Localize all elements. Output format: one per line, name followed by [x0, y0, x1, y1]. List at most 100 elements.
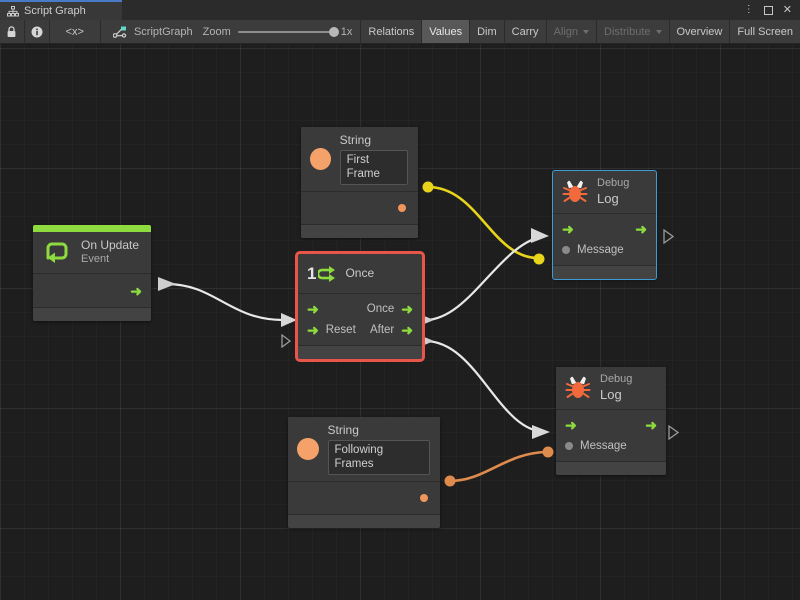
flow-input-port[interactable]: ➜: [562, 220, 574, 237]
event-loop-icon: [42, 239, 72, 265]
log2-flow-output-triangle-icon[interactable]: [668, 425, 679, 440]
port-label-after: After: [369, 323, 395, 336]
node-accent-bar: [33, 225, 151, 232]
port-label-message: Message: [580, 439, 627, 452]
node-title-block: Once: [345, 266, 374, 281]
flow-input-port[interactable]: ➜: [307, 300, 319, 317]
node-string-first-frame[interactable]: String First Frame: [301, 127, 418, 238]
port-row-flow[interactable]: ➜ ➜: [553, 218, 656, 239]
zoom-slider[interactable]: [237, 26, 339, 37]
once-counter-icon: 1: [307, 263, 336, 285]
lock-button[interactable]: [0, 20, 25, 43]
log1-flow-output-triangle-icon[interactable]: [663, 229, 674, 244]
zoom-control[interactable]: Zoom 1x: [203, 20, 361, 43]
value-input-port[interactable]: [565, 441, 573, 450]
node-footer: [288, 514, 440, 528]
port-label-reset: Reset: [325, 323, 356, 336]
node-debug-log-1[interactable]: Debug Log ➜ ➜ Message: [552, 170, 657, 280]
value-output-port[interactable]: [398, 203, 406, 212]
node-once[interactable]: 1 Once ➜ Once ➜: [295, 251, 425, 362]
wire-source-dot: [422, 181, 434, 193]
wire-source-arrow: [158, 277, 176, 291]
after-output[interactable]: After ➜: [369, 321, 413, 338]
port-label-message: Message: [577, 243, 624, 256]
node-on-update[interactable]: On Update Event ➜: [33, 225, 151, 321]
port-row-message[interactable]: Message: [553, 239, 656, 260]
wire-target-dot: [542, 446, 554, 458]
tab-script-graph[interactable]: Script Graph: [0, 0, 122, 20]
maximize-icon[interactable]: [763, 5, 773, 15]
wire-onupdate-to-once: [166, 282, 284, 322]
node-title: On Update: [81, 238, 140, 252]
node-subtitle: Log: [597, 190, 619, 206]
window-menu-icon[interactable]: ⋮: [743, 4, 754, 15]
button-dim[interactable]: Dim: [469, 20, 504, 43]
flow-output-port[interactable]: ➜: [635, 220, 647, 237]
graph-name-field[interactable]: ScriptGraph: [101, 20, 203, 43]
port-row-once[interactable]: ➜ Once ➜: [298, 298, 422, 319]
button-align-label: Align: [553, 25, 579, 38]
wire-after-to-log2: [424, 339, 547, 434]
code-view-button[interactable]: <x>: [50, 20, 101, 43]
once-output[interactable]: Once ➜: [366, 300, 413, 317]
close-icon[interactable]: ✕: [782, 3, 792, 16]
message-input[interactable]: Message: [565, 440, 627, 452]
node-string-following-frames[interactable]: String Following Frames: [288, 417, 440, 528]
node-title: String: [327, 423, 359, 437]
wire-target-arrow: [281, 313, 297, 327]
script-graph-icon: [112, 26, 127, 38]
window-controls: ⋮ ✕: [744, 0, 800, 20]
node-debug-log-2[interactable]: Debug Log ➜ ➜ Message: [556, 367, 666, 475]
zoom-slider-handle[interactable]: [328, 26, 339, 37]
flow-output-port[interactable]: ➜: [130, 282, 142, 299]
flow-output-port[interactable]: ➜: [645, 416, 657, 433]
sitemap-icon: [7, 5, 19, 17]
button-align[interactable]: Align: [545, 20, 596, 43]
button-distribute[interactable]: Distribute: [596, 20, 668, 43]
value-output-port[interactable]: [420, 493, 428, 502]
string-value-field[interactable]: First Frame: [339, 150, 408, 185]
message-input[interactable]: Message: [562, 244, 624, 256]
value-input-port[interactable]: [562, 245, 570, 254]
button-distribute-label: Distribute: [604, 25, 651, 38]
tab-label: Script Graph: [24, 5, 86, 17]
reset-port-triangle-icon[interactable]: [281, 334, 291, 348]
node-header: String First Frame: [301, 127, 418, 192]
node-body: ➜ Once ➜ ➜ Reset After ➜: [298, 294, 422, 346]
node-title: Debug: [597, 177, 630, 189]
wire-target-dot: [533, 253, 545, 265]
button-relations[interactable]: Relations: [360, 20, 421, 43]
info-button[interactable]: [25, 20, 50, 43]
node-title-block: String Following Frames: [327, 423, 430, 475]
button-values[interactable]: Values: [421, 20, 470, 43]
reset-input[interactable]: ➜ Reset: [307, 321, 356, 338]
node-footer: [301, 224, 418, 238]
once-icon-number: 1: [307, 264, 317, 283]
graph-canvas[interactable]: On Update Event ➜ String First Frame: [0, 44, 800, 600]
wire-string1-to-log1: [427, 185, 539, 260]
string-value-field[interactable]: Following Frames: [327, 440, 430, 475]
port-row-reset-after[interactable]: ➜ Reset After ➜: [298, 319, 422, 340]
node-body: ➜ ➜ Message: [553, 214, 656, 266]
button-carry[interactable]: Carry: [503, 20, 546, 43]
port-row-flow-out[interactable]: ➜: [33, 274, 151, 308]
window-titlebar: Script Graph ⋮ ✕: [0, 0, 800, 20]
button-overview[interactable]: Overview: [668, 20, 730, 43]
graph-toolbar: <x> ScriptGraph Zoom 1x Relations Values…: [0, 20, 800, 44]
port-row-flow[interactable]: ➜ ➜: [556, 414, 666, 435]
button-full-screen[interactable]: Full Screen: [729, 20, 800, 43]
wire-target-arrow: [532, 425, 550, 439]
graph-name-label: ScriptGraph: [133, 25, 193, 38]
info-icon: [31, 26, 43, 37]
flow-input-port[interactable]: ➜: [565, 416, 577, 433]
node-title-block: String First Frame: [339, 133, 408, 185]
node-header: String Following Frames: [288, 417, 440, 482]
node-title-block: Debug Log: [600, 373, 632, 403]
port-row-message[interactable]: Message: [556, 435, 666, 456]
wire-target-arrow: [531, 228, 549, 243]
wire-string2-to-log2: [449, 450, 549, 483]
port-label-once: Once: [366, 302, 395, 315]
node-footer: [298, 346, 422, 359]
bug-icon: [565, 375, 591, 401]
node-header: Debug Log: [553, 171, 656, 214]
